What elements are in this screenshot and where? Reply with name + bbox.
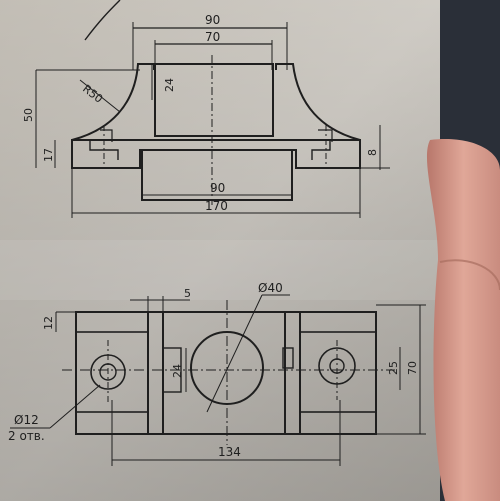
dim-70-top: 70 <box>205 30 220 44</box>
dim-diam-12: Ø12 <box>14 413 39 427</box>
dim-24-slot: 24 <box>163 78 176 92</box>
dim-5: 5 <box>184 287 191 300</box>
dim-50: 50 <box>22 108 35 122</box>
dim-170: 170 <box>205 199 228 213</box>
top-view <box>10 294 426 466</box>
dim-diam-40: Ø40 <box>258 281 283 295</box>
thumb-finger <box>426 139 500 501</box>
dim-8: 8 <box>366 149 379 156</box>
dim-12: 12 <box>42 316 55 330</box>
dim-17: 17 <box>42 148 55 162</box>
dim-24-top: 24 <box>171 364 184 378</box>
paper-sheet <box>0 0 440 501</box>
holes-count-note: 2 отв. <box>8 429 45 443</box>
dim-134: 134 <box>218 445 241 459</box>
dim-90-bottom: 90 <box>210 181 225 195</box>
front-view <box>35 0 390 218</box>
dim-70-side: 70 <box>406 361 419 375</box>
dim-25: 25 <box>387 361 400 375</box>
dim-90-top: 90 <box>205 13 220 27</box>
